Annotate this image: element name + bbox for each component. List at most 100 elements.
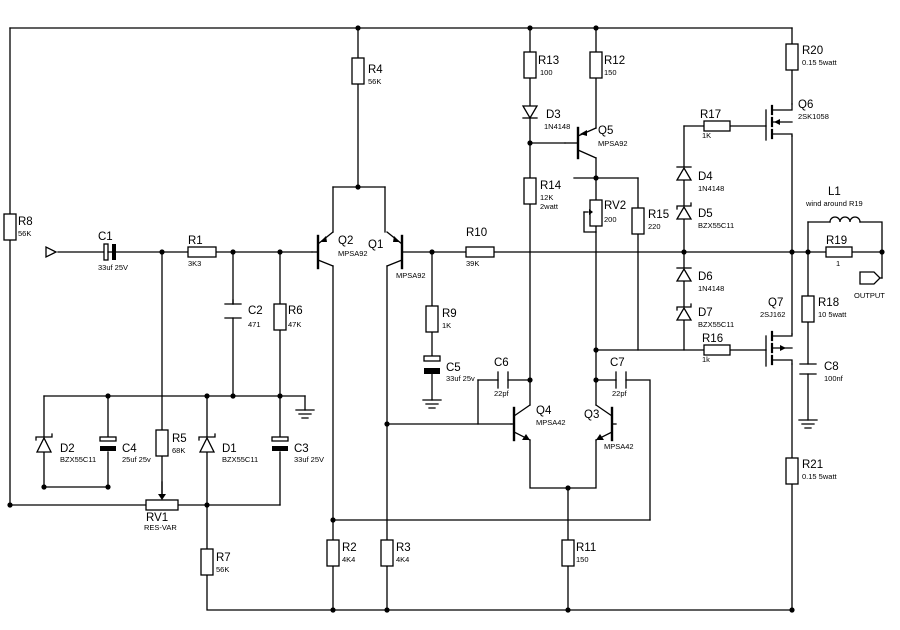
c2-ref: C2 <box>248 305 263 317</box>
c3-ref: C3 <box>294 443 309 455</box>
diode-d3 <box>521 105 539 120</box>
rv1-value: RES-VAR <box>144 523 177 532</box>
resistor-r5 <box>155 429 169 457</box>
resistor-r6 <box>273 303 287 331</box>
r3-value: 4K4 <box>396 555 409 564</box>
r2-ref: R2 <box>342 542 357 554</box>
r19-ref: R19 <box>826 235 847 247</box>
capacitor-c5 <box>423 355 441 374</box>
r14-value: 12K <box>540 193 553 202</box>
r16-ref: R16 <box>702 333 723 345</box>
zener-diode-d2 <box>35 433 53 453</box>
r21-value: 0.15 5watt <box>802 472 838 481</box>
ground-symbols <box>295 399 818 429</box>
zener-diode-d1 <box>198 433 216 453</box>
c4-value: 25uf 25v <box>122 455 151 464</box>
capacitors <box>99 243 817 451</box>
c8-value: 100nf <box>824 374 844 383</box>
r15-ref: R15 <box>648 209 669 221</box>
d4-value: 1N4148 <box>698 184 724 193</box>
r6-ref: R6 <box>288 305 303 317</box>
r7-value: 56K <box>216 565 229 574</box>
mosfet-q6 <box>765 103 793 141</box>
r19-value: 1 <box>836 259 840 268</box>
resistor-r1 <box>187 246 217 258</box>
c6-value: 22pf <box>494 389 510 398</box>
q2-value: MPSA92 <box>338 249 368 258</box>
r10-value: 39K <box>466 259 479 268</box>
d3-ref: D3 <box>546 109 561 121</box>
transistor-q4 <box>510 404 531 442</box>
q4-ref: Q4 <box>536 405 552 417</box>
zener-diode-d7 <box>675 303 693 321</box>
capacitor-c1 <box>103 243 116 261</box>
capacitor-c2 <box>224 299 242 319</box>
c5-ref: C5 <box>446 362 461 374</box>
q2-ref: Q2 <box>338 235 353 247</box>
resistor-r20 <box>785 43 799 71</box>
r18-ref: R18 <box>818 297 839 309</box>
r4-ref: R4 <box>368 64 383 76</box>
r9-value: 1K <box>442 321 451 330</box>
c3-value: 33uf 25V <box>294 455 324 464</box>
resistor-r13 <box>523 51 537 79</box>
d5-ref: D5 <box>698 208 713 220</box>
q6-value: 2SK1058 <box>798 112 829 121</box>
r16-value: 1k <box>702 355 710 364</box>
r14-ref: R14 <box>540 180 562 192</box>
r17-ref: R17 <box>700 109 721 121</box>
resistor-r2 <box>326 539 340 567</box>
c1-value: 33uf 25V <box>98 263 128 272</box>
r18-value: 10 5watt <box>818 310 847 319</box>
q3-value: MPSA42 <box>604 442 634 451</box>
resistor-r19 <box>825 246 853 258</box>
r11-ref: R11 <box>576 542 596 554</box>
r1-value: 3K3 <box>188 259 201 268</box>
resistor-r11 <box>561 539 575 567</box>
diode-d4 <box>675 166 693 181</box>
c8-ref: C8 <box>824 361 839 373</box>
q7-ref: Q7 <box>768 297 783 309</box>
r6-value: 47K <box>288 320 301 329</box>
d7-value: BZX55C11 <box>698 320 734 329</box>
c6-ref: C6 <box>494 357 509 369</box>
q4-value: MPSA42 <box>536 418 566 427</box>
d5-value: BZX55C11 <box>698 221 734 230</box>
d4-ref: D4 <box>698 171 713 183</box>
r13-ref: R13 <box>538 55 559 67</box>
capacitor-c3 <box>271 436 289 451</box>
resistor-r12 <box>589 51 603 79</box>
capacitor-c8 <box>799 363 817 375</box>
d6-ref: D6 <box>698 271 713 283</box>
r17-value: 1K <box>702 131 711 140</box>
resistor-r8 <box>3 213 17 241</box>
capacitor-c6 <box>497 371 509 389</box>
inductor-l1 <box>829 216 861 223</box>
resistor-r16 <box>703 344 731 356</box>
resistor-r4 <box>351 57 365 85</box>
r2-value: 4K4 <box>342 555 355 564</box>
r4-value: 56K <box>368 77 381 86</box>
d3-value: 1N4148 <box>544 122 570 131</box>
r8-value: 56K <box>18 229 31 238</box>
resistor-r7 <box>200 548 214 576</box>
r20-value: 0.15 5watt <box>802 58 838 67</box>
resistor-r15 <box>631 207 645 235</box>
rv2-value: 200 <box>604 215 617 224</box>
r12-value: 150 <box>604 68 617 77</box>
resistor-r17 <box>703 120 731 132</box>
d1-value: BZX55C11 <box>222 455 258 464</box>
r11-value: 150 <box>576 555 589 564</box>
capacitor-c4 <box>99 436 117 451</box>
c1-ref: C1 <box>98 231 113 243</box>
potentiometer-rv1 <box>145 481 179 511</box>
d2-ref: D2 <box>60 443 75 455</box>
c5-value: 33uf 25v <box>446 374 475 383</box>
c7-value: 22pf <box>612 389 628 398</box>
resistor-r3 <box>380 539 394 567</box>
labels: R8 56K C1 33uf 25V R1 3K3 C2 471 R6 47K … <box>18 45 885 574</box>
q7-value: 2SJ162 <box>760 310 785 319</box>
c7-ref: C7 <box>610 357 625 369</box>
